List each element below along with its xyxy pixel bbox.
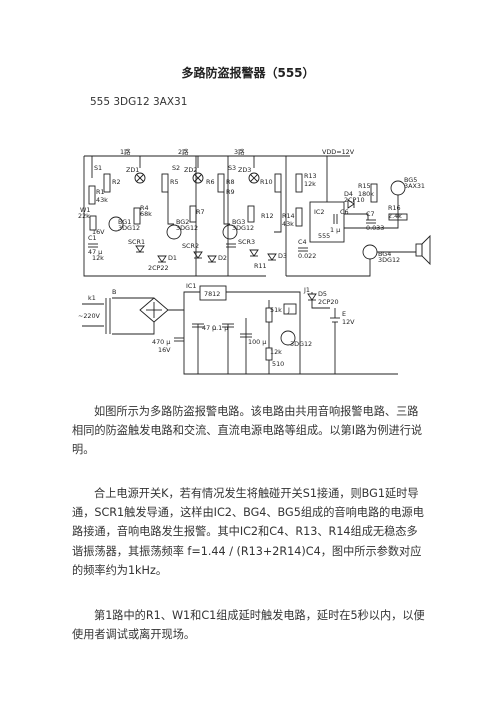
channel-label-1: 1路 xyxy=(120,148,131,156)
label-r13-value: 12k xyxy=(304,180,316,188)
label-bg3: BG3 xyxy=(232,218,245,226)
label-r1: R1 xyxy=(96,188,105,196)
label-r11: R11 xyxy=(254,262,267,270)
label-r2: R2 xyxy=(112,178,121,186)
supply-label: VDD=12V xyxy=(322,148,355,156)
label-bg1: BG1 xyxy=(118,218,131,226)
subtitle: 555 3DG12 3AX31 xyxy=(90,96,188,108)
label-scr1: SCR1 xyxy=(128,238,145,246)
label-ac220: ~220V xyxy=(78,312,101,320)
label-c6-value: 1 μ xyxy=(330,226,340,234)
label-r6: R6 xyxy=(206,178,215,186)
label-r4-value: 68k xyxy=(140,210,152,218)
label-12k: 12k xyxy=(92,254,104,262)
paragraph-1: 如图所示为多路防盗报警电路。该电路由共用音响报警电路、三路相同的防盗触发电路和交… xyxy=(72,405,423,457)
label-bg1-type: 3DG12 xyxy=(118,224,140,232)
label-r14-value: 43k xyxy=(282,220,294,228)
label-bg6-type: 3DG12 xyxy=(290,340,312,348)
page-title: 多路防盗报警器（555） xyxy=(181,66,315,80)
label-c6: C6 xyxy=(340,208,349,216)
label-bg3-type: 3DG12 xyxy=(232,224,254,232)
label-7812: 7812 xyxy=(204,290,220,298)
channel-label-2: 2路 xyxy=(178,148,189,156)
label-51k: 51k xyxy=(270,306,282,314)
channel-label-3: 3路 xyxy=(234,148,245,156)
label-bg5: BG5 xyxy=(404,176,417,184)
label-r4: R4 xyxy=(140,204,149,212)
label-d5: D5 xyxy=(318,290,327,298)
label-w1-value: 22k xyxy=(78,212,90,220)
label-47u: 47 μ xyxy=(202,324,216,332)
label-scr3: SCR3 xyxy=(238,238,255,246)
label-bg4: BG4 xyxy=(378,250,391,258)
label-r16: R16 xyxy=(388,204,401,212)
label-470u: 470 μ xyxy=(152,338,170,346)
label-k1: k1 xyxy=(88,294,96,302)
label-d5-type: 2CP20 xyxy=(318,298,339,306)
label-e: E xyxy=(342,310,346,318)
label-j: J xyxy=(287,306,290,314)
label-ic2: IC2 xyxy=(314,208,324,216)
label-r1-value: 43k xyxy=(96,196,108,204)
label-c7: C7 xyxy=(366,210,375,218)
label-2cp22: 2CP22 xyxy=(148,264,169,272)
label-bg4-type: 3DG12 xyxy=(378,256,400,264)
label-510: 510 xyxy=(272,360,284,368)
label-r12: R12 xyxy=(261,212,274,220)
label-bg2: BG2 xyxy=(176,218,189,226)
label-16v: 16V xyxy=(92,228,105,236)
label-01u: 0.1 μ xyxy=(212,324,228,332)
label-r9: R9 xyxy=(226,188,235,196)
label-d2: D2 xyxy=(218,254,227,262)
label-c7-value: 0.033 xyxy=(366,224,384,232)
label-d4-type: 2CP10 xyxy=(344,196,365,204)
label-16v-b: 16V xyxy=(158,346,171,354)
label-r5: R5 xyxy=(170,178,179,186)
label-zd2: ZD2 xyxy=(184,166,197,174)
label-r10: R10 xyxy=(260,178,273,186)
paragraph-3: 第1路中的R1、W1和C1组成延时触发电路，延时在5秒以内，以便使用者调试或离开… xyxy=(72,609,425,642)
label-c4-value: 0.022 xyxy=(298,252,316,260)
label-r14: R14 xyxy=(282,212,295,220)
label-d3: D3 xyxy=(278,252,287,260)
label-d1: D1 xyxy=(168,254,177,262)
label-c1-value: 47 μ xyxy=(88,248,102,256)
label-r7: R7 xyxy=(196,208,205,216)
label-100u: 100 μ xyxy=(248,338,266,346)
label-12v: 12V xyxy=(342,318,355,326)
label-zd3: ZD3 xyxy=(238,166,251,174)
label-w1: W1 xyxy=(80,206,90,214)
label-s1: S1 xyxy=(94,164,102,172)
circuit-schematic: 1路 2路 3路 VDD=12V S1 S2 S3 ZD1 ZD2 ZD3 R1… xyxy=(78,148,431,375)
label-zd1: ZD1 xyxy=(126,166,139,174)
label-r15: R15 xyxy=(358,182,371,190)
label-r16-value: 2.4k xyxy=(388,212,402,220)
label-bg5-type: 3AX31 xyxy=(404,182,425,190)
label-12k-b: 12k xyxy=(270,348,282,356)
label-s3: S3 xyxy=(228,164,236,172)
label-ic2-chip: 555 xyxy=(318,232,330,240)
label-c4: C4 xyxy=(298,238,307,246)
label-scr2: SCR2 xyxy=(182,242,199,250)
label-b: B xyxy=(112,288,116,296)
label-c1: C1 xyxy=(88,234,97,242)
label-s2: S2 xyxy=(172,164,180,172)
label-j1: J1 xyxy=(303,286,310,294)
label-ic1: IC1 xyxy=(186,282,196,290)
label-r13: R13 xyxy=(304,172,317,180)
label-bg2-type: 3DG12 xyxy=(176,224,198,232)
label-r8: R8 xyxy=(226,178,235,186)
label-d4: D4 xyxy=(344,190,353,198)
label-r15-value: 180k xyxy=(358,190,374,198)
paragraph-2: 合上电源开关K，若有情况发生将触碰开关S1接通，则BG1延时导通，SCR1触发导… xyxy=(72,487,424,577)
